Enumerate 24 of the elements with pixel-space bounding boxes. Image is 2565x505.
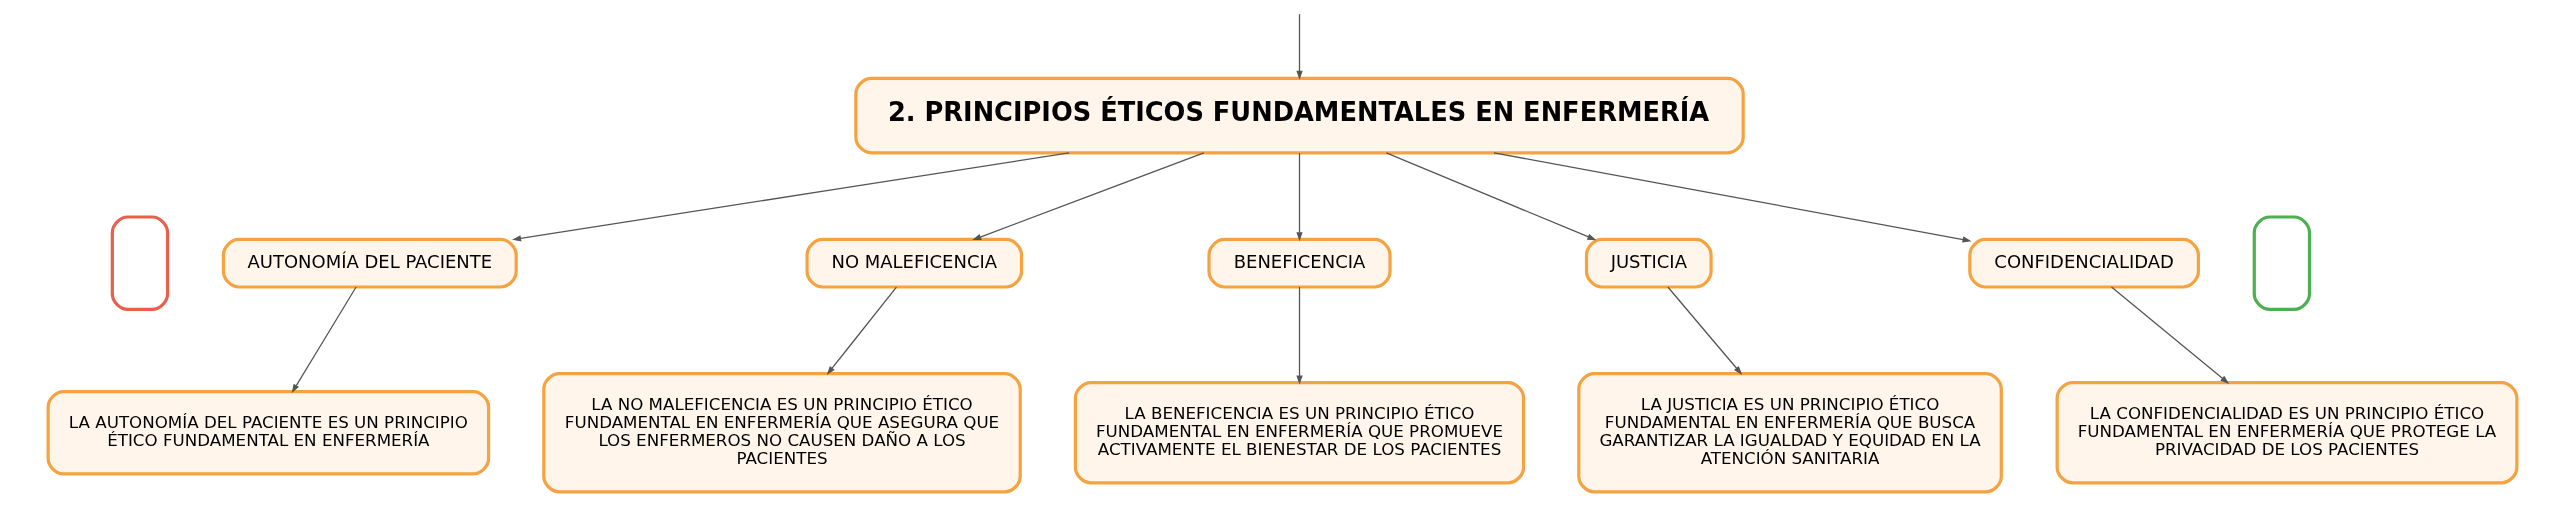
arrow: [512, 152, 1070, 242]
arrow: [291, 286, 357, 394]
node-box: [2252, 215, 2312, 312]
arrow: [1296, 286, 1303, 385]
arrow: [1493, 152, 1972, 243]
node-box: AUTONOMÍA DEL PACIENTE: [221, 237, 518, 289]
node-box: LA BENEFICENCIA ES UN PRINCIPIO ÉTICO FUNDAMENTAL EN ENFERMERÍA QUE PROMUEVE ACTIVAMENTE EL BIENESTAR DE LOS PACIENTES: [1073, 381, 1526, 485]
node-box: LA AUTONOMÍA DEL PACIENTE ES UN PRINCIPIO ÉTICO FUNDAMENTAL EN ENFERMERÍA: [46, 390, 491, 476]
arrow: [1296, 152, 1303, 242]
arrow: [1385, 152, 1597, 241]
node-box: LA CONFIDENCIALIDAD ES UN PRINCIPIO ÉTICO FUNDAMENTAL EN ENFERMERÍA QUE PROTEGE LA PRIVACIDAD DE LOS PACIENTES: [2055, 381, 2519, 485]
arrow: [1296, 13, 1303, 80]
node-box: 2. PRINCIPIOS ÉTICOS FUNDAMENTALES EN ENFERMERÍA: [854, 76, 1745, 155]
arrow: [1667, 286, 1743, 375]
node-box: CONFIDENCIALIDAD: [1968, 237, 2200, 289]
node-box: JUSTICIA: [1584, 237, 1713, 289]
node-box: BENEFICENCIA: [1207, 237, 1392, 289]
node-box: NO MALEFICENCIA: [805, 237, 1024, 289]
node-box: LA JUSTICIA ES UN PRINCIPIO ÉTICO FUNDAMENTAL EN ENFERMERÍA QUE BUSCA GARANTIZAR LA IGUALDAD Y EQUIDAD EN LA ATENCIÓN SANITARIA: [1577, 372, 2003, 494]
arrow: [972, 152, 1205, 241]
node-box: LA NO MALEFICENCIA ES UN PRINCIPIO ÉTICO FUNDAMENTAL EN ENFERMERÍA QUE ASEGURA QUE LOS ENFERMEROS NO CAUSEN DAÑO A LOS PACIENTES: [542, 372, 1022, 494]
arrow: [826, 286, 898, 375]
arrow: [2110, 286, 2230, 384]
node-box: [110, 215, 170, 312]
